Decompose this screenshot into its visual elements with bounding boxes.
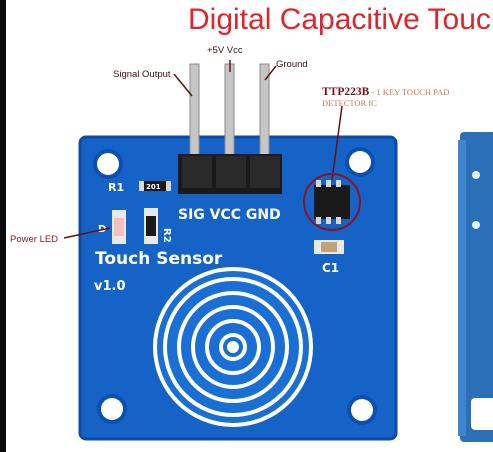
r1-value: 201 bbox=[146, 183, 161, 191]
power-led-label: Power LED bbox=[10, 234, 59, 245]
header-pins bbox=[178, 63, 282, 194]
ground-label: Ground bbox=[276, 59, 308, 70]
canvas: SIG VCC GND R1 201 D R2 C1 Touch Sensor … bbox=[6, 0, 493, 452]
vcc-label: +5V Vcc bbox=[207, 45, 243, 56]
annotation-lines bbox=[63, 60, 361, 239]
r1-label: R1 bbox=[108, 181, 124, 194]
signal-output-label: Signal Output bbox=[113, 69, 171, 80]
page-title: Digital Capacitive Touch bbox=[188, 3, 493, 36]
version-label: v1.0 bbox=[94, 279, 126, 294]
ic-description: 1 KEY TOUCH PAD DETECTOR IC bbox=[322, 87, 450, 108]
touch-pad bbox=[153, 267, 313, 427]
pin-labels: SIG VCC GND bbox=[178, 207, 281, 223]
ic-separator: - bbox=[369, 87, 377, 97]
product-name: Touch Sensor bbox=[95, 249, 223, 269]
mounting-holes bbox=[93, 147, 377, 425]
ic-name: TTP223B bbox=[322, 86, 370, 98]
second-board bbox=[458, 132, 493, 442]
r2-label: R2 bbox=[161, 228, 172, 243]
ic-annotation: TTP223B - 1 KEY TOUCH PAD DETECTOR IC bbox=[322, 86, 492, 109]
c1-label: C1 bbox=[322, 261, 339, 275]
touch-sensor-board: SIG VCC GND R1 201 D R2 C1 Touch Sensor … bbox=[63, 60, 493, 442]
